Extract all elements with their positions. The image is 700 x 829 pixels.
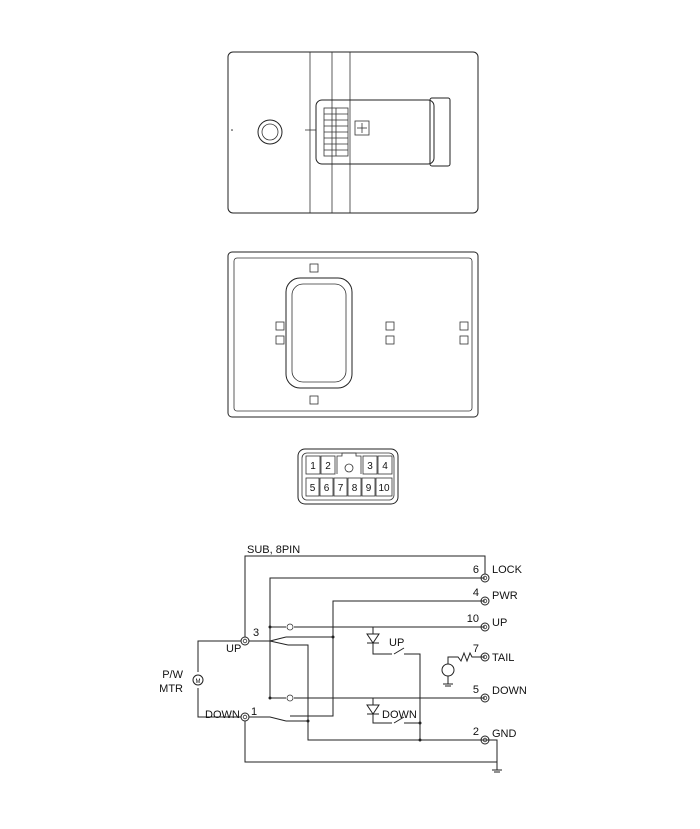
schematic-title: SUB, 8PIN xyxy=(247,544,300,556)
terminal-label: UP xyxy=(226,643,241,655)
pin-label: 3 xyxy=(367,461,373,472)
terminal-label: DOWN xyxy=(492,685,527,697)
terminal-number: 5 xyxy=(473,684,479,696)
terminal-number: 4 xyxy=(473,587,479,599)
pin-label: 2 xyxy=(325,461,331,472)
terminal-label: DOWN xyxy=(205,709,240,721)
terminal-label: LOCK xyxy=(492,564,523,576)
terminal-label: UP xyxy=(492,617,507,629)
switch-top-view xyxy=(227,51,479,214)
motor-label: MTR xyxy=(159,683,183,695)
switch-up-label: UP xyxy=(389,637,404,649)
pin-label: 7 xyxy=(338,483,344,494)
wiring-schematic: SUB, 8PIN xyxy=(159,544,527,773)
pin-label: 6 xyxy=(324,483,330,494)
terminal-number: 1 xyxy=(251,706,257,718)
pin-label: 8 xyxy=(352,483,358,494)
pin-label: 9 xyxy=(366,483,372,494)
terminal-label: GND xyxy=(492,728,517,740)
terminal-number: 10 xyxy=(467,613,479,625)
pin-label: 5 xyxy=(310,483,316,494)
pin-label: 10 xyxy=(378,483,390,494)
pin-label: 1 xyxy=(310,461,316,472)
terminal-number: 7 xyxy=(473,643,479,655)
motor-label: P/W xyxy=(162,669,183,681)
switch-down-label: DOWN xyxy=(382,709,417,721)
switch-bottom-view xyxy=(227,251,479,418)
connector-face: 1 2 3 4 5 6 7 8 9 10 xyxy=(297,448,399,505)
terminal-label: PWR xyxy=(492,590,518,602)
pin-label: 4 xyxy=(382,461,388,472)
motor-symbol: M xyxy=(196,679,201,685)
terminal-number: 2 xyxy=(473,726,479,738)
terminal-number: 3 xyxy=(253,627,259,639)
terminal-label: TAIL xyxy=(492,652,514,664)
terminal-number: 6 xyxy=(473,564,479,576)
